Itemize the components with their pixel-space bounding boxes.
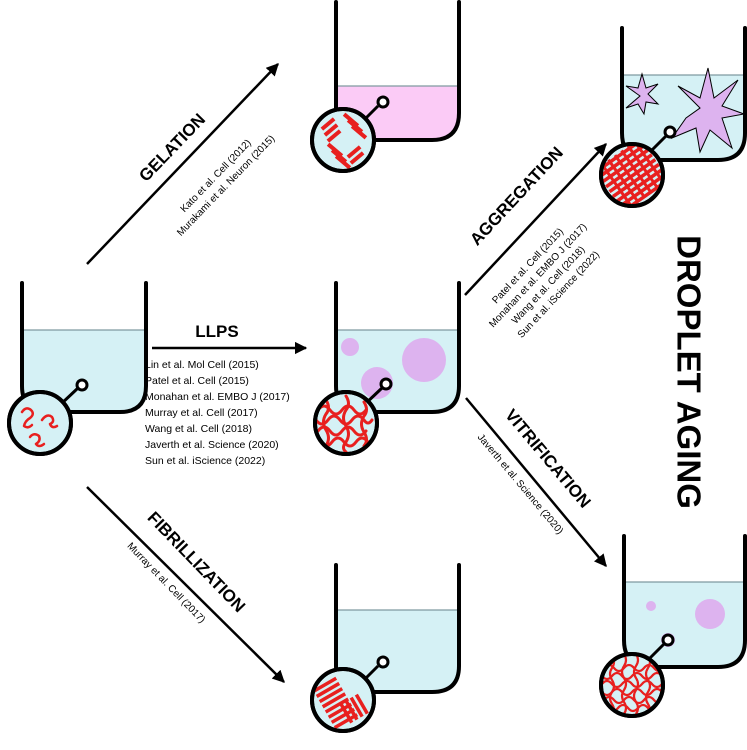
fibrillization-label: FIBRILLIZATION [144,508,249,616]
test-tube-icon [313,281,461,456]
liquid-droplet [341,338,359,356]
test-tube-icon [310,563,461,733]
gel-network-icon [320,112,368,170]
llps-ref: Monahan et al. EMBO J (2017) [145,391,290,403]
llps-ref: Lin et al. Mol Cell (2015) [145,359,259,371]
gelation-ref: Murakami et al. Neuron (2015) [175,133,277,238]
liquid-fill [22,330,146,412]
vitrification-arrow [465,397,607,567]
dense-glassy-network-icon [602,655,662,715]
llps-label: LLPS [195,322,238,341]
dense-liquid-network-icon [316,394,374,453]
aggregation-arrow [464,143,607,296]
glassy-droplet [695,599,725,629]
llps-ref: Murray et al. Cell (2017) [145,407,258,419]
llps-ref: Patel et al. Cell (2015) [145,375,249,387]
llps-ref: Javerth et al. Science (2020) [145,439,279,451]
gelation-arrow [86,63,279,265]
liquid-droplet [402,338,446,382]
test-tube-icon [7,281,148,456]
glassy-droplet [646,601,656,611]
amorphous-aggregate-icon [602,145,662,205]
llps-ref: Wang et al. Cell (2018) [145,423,252,435]
aggregate-star [670,67,746,154]
llps-ref: Sun et al. iScience (2022) [145,455,265,467]
soluble-protein-icon [20,407,59,448]
aggregate-star [625,72,660,116]
droplet-aging-title: DROPLET AGING [670,235,707,509]
fibrillization-arrow [86,486,285,683]
test-tube-icon [599,534,747,718]
fibril-bundle-icon [313,676,369,730]
test-tube-icon [599,26,747,208]
test-tube-icon [310,0,461,173]
liquid-droplet [361,367,393,399]
